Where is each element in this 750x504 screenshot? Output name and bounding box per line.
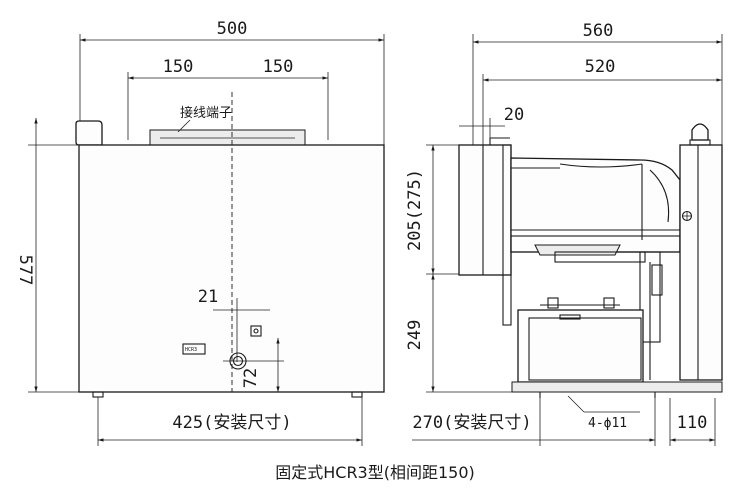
nameplate-text: HCR3 [185,347,197,353]
dim-front-right-offset: 150 [263,57,294,77]
dim-mount-width: 425(安装尺寸) [172,413,291,433]
terminal-label: 接线端子 [180,105,232,121]
side-lower-box [517,309,644,383]
dim-side-depth: 520 [585,57,616,77]
side-view: 560 520 20 205(275) 249 [405,21,723,446]
hole-spec: 4-ϕ11 [588,416,627,431]
front-view: 500 150 150 577 接线端子 21 [15,19,385,446]
dim-mount-depth: 270(安装尺寸) [412,413,531,433]
dim-front-left-offset: 150 [163,57,194,77]
dim-front-width: 500 [217,19,248,39]
dim-flange: 20 [504,105,524,125]
drawing-caption: 固定式HCR3型(相间距150) [275,463,475,482]
terminal-block [149,129,306,146]
dim-side-overall-depth: 560 [583,21,614,41]
front-top-bracket [75,120,103,146]
dim-hole-offset: 21 [198,287,218,307]
dim-lower-height: 249 [405,320,425,351]
front-main-box [78,144,385,393]
ground-screw-square [250,325,262,337]
dim-upper-height: 205(275) [405,169,425,251]
indicator-lamp [691,123,709,141]
breaker-housing [510,157,681,253]
side-right-frame [679,144,723,381]
handle-base [534,244,621,256]
nameplate [182,343,206,355]
dim-front-height: 577 [15,255,35,286]
dim-side-offset: 110 [677,413,708,433]
dim-hole-height: 72 [241,368,261,388]
side-base-plate [511,381,723,393]
